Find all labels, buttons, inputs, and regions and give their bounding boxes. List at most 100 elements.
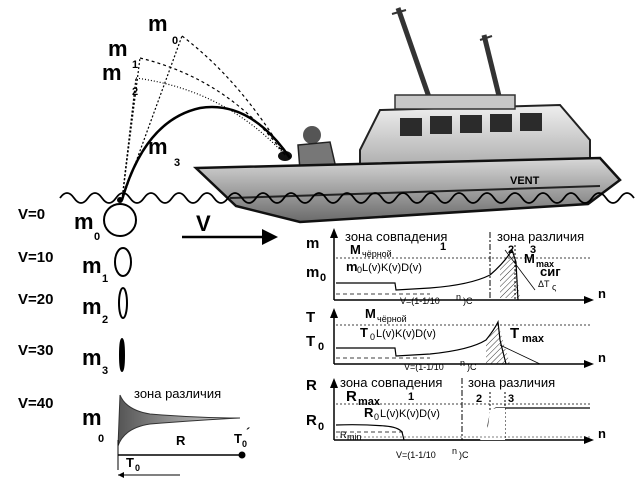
bobber-v0: [103, 203, 137, 237]
svg-text:m: m: [82, 345, 102, 370]
svg-text:0: 0: [98, 433, 104, 445]
svg-text:´: ´: [246, 425, 250, 440]
svg-text:0: 0: [242, 439, 247, 449]
panel-mass-vs-n: m m 0 n зона совпадения зона различия 1 …: [300, 228, 636, 306]
fishing-boat-illustration: VENT: [192, 7, 622, 224]
svg-text:0: 0: [320, 272, 326, 284]
panel-r-vs-n: R R 0 n зона совпадения зона различия 1 …: [306, 375, 606, 460]
velocity-arrow: V: [182, 211, 278, 245]
svg-text:L(v)K(v)D(v): L(v)K(v)D(v): [362, 262, 422, 274]
svg-text:R: R: [306, 412, 317, 429]
svg-text:)C: )C: [459, 450, 469, 460]
label-m1-top-2: m: [102, 60, 122, 85]
svg-text:R: R: [346, 388, 357, 405]
svg-text:min: min: [347, 432, 362, 442]
svg-text:R: R: [340, 430, 347, 440]
svg-text:)C: )C: [467, 362, 477, 372]
svg-text:2: 2: [132, 86, 138, 98]
svg-text:V=(1-1/10: V=(1-1/10: [396, 450, 436, 460]
svg-text:T: T: [234, 431, 242, 446]
svg-text:n: n: [456, 292, 461, 302]
svg-text:0: 0: [374, 412, 379, 422]
boat-hull: [192, 156, 622, 224]
svg-text:3: 3: [102, 365, 108, 377]
svg-text:чёрной: чёрной: [377, 314, 407, 324]
svg-text:2: 2: [508, 244, 514, 256]
svg-text:ς: ς: [552, 282, 557, 292]
svg-text:3: 3: [530, 244, 536, 256]
svg-text:n: n: [452, 446, 457, 456]
svg-text:0: 0: [370, 332, 375, 342]
svg-text:R: R: [364, 405, 374, 420]
svg-text:0: 0: [135, 463, 140, 473]
svg-text:2: 2: [102, 314, 108, 326]
svg-text:1: 1: [102, 273, 108, 285]
svg-text:L(v)K(v)D(v): L(v)K(v)D(v): [380, 408, 440, 420]
label-v0: V=0: [18, 206, 45, 223]
boat-mast-left: [395, 7, 433, 101]
svg-text:1: 1: [408, 391, 414, 403]
svg-text:m: m: [82, 253, 102, 278]
svg-text:0: 0: [357, 265, 362, 275]
svg-text:0: 0: [318, 341, 324, 353]
svg-text:m: m: [74, 209, 94, 234]
fishing-rod-lines: [120, 35, 292, 201]
panel-r-x-axis: n: [598, 426, 606, 441]
fisherman-head: [303, 126, 321, 144]
boat-mast-right: [481, 34, 503, 101]
boat-name: VENT: [510, 175, 540, 187]
plume-zone-label: зона различия: [134, 386, 221, 401]
svg-text:T: T: [126, 455, 134, 470]
bobber-v10: [114, 247, 132, 277]
svg-text:n: n: [460, 358, 465, 368]
svg-text:V=(1-1/10: V=(1-1/10: [400, 296, 440, 306]
velocity-labels: V=0 V=10 V=20 V=30 V=40 m 0 m 1 m 2 m 3 …: [18, 206, 108, 445]
panel-r-y-axis: R: [306, 377, 317, 394]
svg-text:сиг: сиг: [540, 264, 561, 279]
svg-text:)C: )C: [463, 296, 473, 306]
svg-text:3: 3: [508, 393, 514, 405]
velocity-arrow-label: V: [196, 211, 211, 236]
plume-r-label: R: [176, 433, 186, 448]
label-m3-top: m: [148, 134, 168, 159]
svg-text:M: M: [350, 242, 361, 257]
svg-text:max: max: [358, 396, 381, 408]
svg-text:ΔT: ΔT: [538, 279, 550, 289]
panel-m-zone-match: зона совпадения: [345, 229, 447, 244]
label-v10: V=10: [18, 249, 53, 266]
bobber-v20: [118, 287, 128, 319]
label-v40: V=40: [18, 395, 53, 412]
svg-text:T: T: [510, 325, 519, 342]
panel-m-zone-diff: зона различия: [497, 229, 584, 244]
svg-text:1: 1: [132, 59, 138, 71]
svg-text:2: 2: [476, 393, 482, 405]
label-m1-top: m: [108, 36, 128, 61]
svg-text:max: max: [522, 333, 545, 345]
panel-m-y-axis: m: [306, 235, 319, 252]
label-m0-top: m: [148, 11, 168, 36]
svg-text:0: 0: [172, 35, 178, 47]
svg-text:1: 1: [440, 241, 446, 253]
svg-text:M: M: [365, 306, 376, 321]
svg-text:чёрной: чёрной: [362, 249, 392, 259]
svg-text:T: T: [306, 333, 315, 350]
svg-text:m: m: [82, 294, 102, 319]
label-v30: V=30: [18, 342, 53, 359]
panel-temperature-vs-n: T T 0 n M чёрной T 0 L(v)K(v)D(v) T max …: [306, 306, 606, 372]
svg-text:0: 0: [94, 231, 100, 243]
svg-text:m: m: [82, 405, 102, 430]
water-wave-line: [59, 192, 635, 204]
svg-text:V=(1-1/10: V=(1-1/10: [404, 362, 444, 372]
bobber-v30: [119, 338, 125, 372]
wake-plume: зона различия R T 0 T 0 ´: [117, 386, 250, 478]
panel-m-x-axis: n: [598, 286, 606, 301]
svg-text:m: m: [346, 259, 358, 274]
panel-r-zone-match: зона совпадения: [340, 375, 442, 390]
svg-text:L(v)K(v)D(v): L(v)K(v)D(v): [376, 328, 436, 340]
svg-text:3: 3: [174, 157, 180, 169]
panel-r-zone-diff: зона различия: [468, 375, 555, 390]
svg-text:m: m: [306, 264, 319, 281]
panel-t-y-axis: T: [306, 309, 315, 326]
label-v20: V=20: [18, 291, 53, 308]
